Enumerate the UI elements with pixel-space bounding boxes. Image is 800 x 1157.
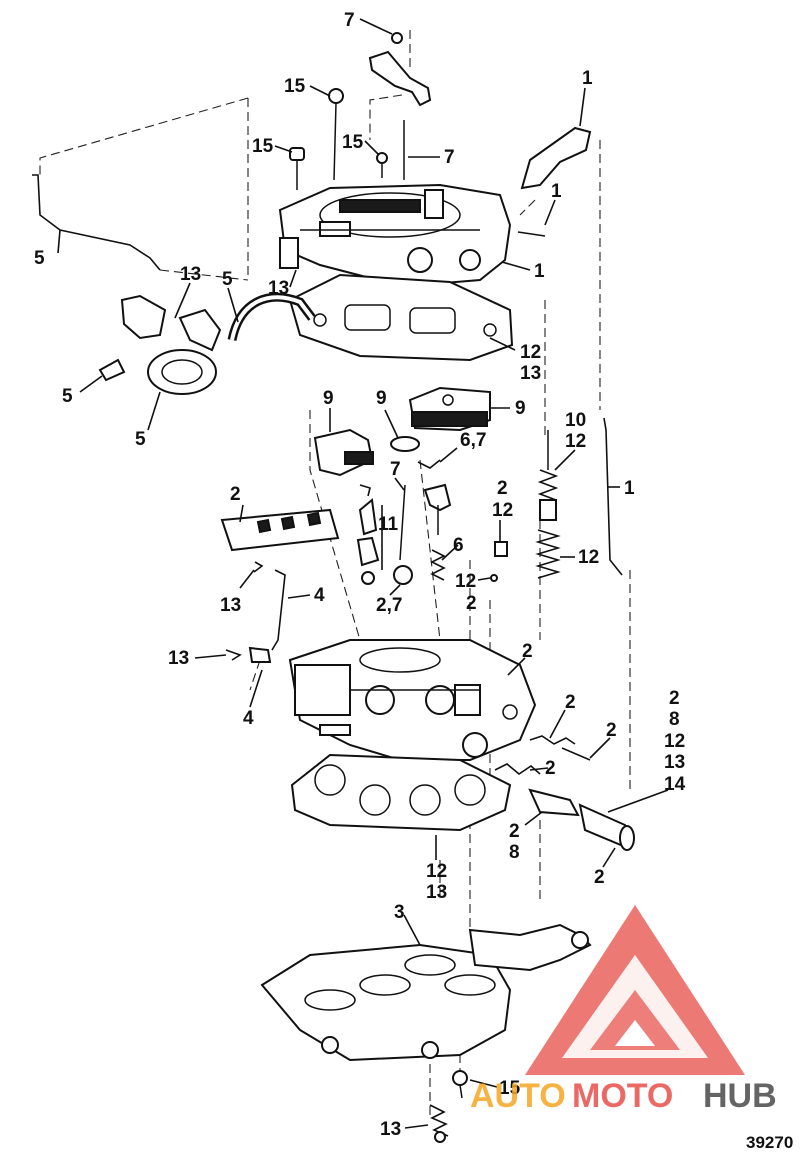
air-horn-assembly bbox=[278, 183, 512, 287]
callout-labels: 7 15 15 15 7 1 1 1 5 13 5 13 5 5 12 13 9… bbox=[34, 10, 686, 1140]
watermark-text-hub: HUB bbox=[703, 1077, 777, 1115]
callout-2-c: 2 bbox=[466, 593, 477, 614]
callout-1-c: 1 bbox=[534, 261, 545, 282]
callout-11: 11 bbox=[378, 514, 399, 535]
callout-2-h: 2 bbox=[669, 688, 680, 709]
callout-2-a: 2 bbox=[230, 484, 241, 505]
idle-mixture-screw bbox=[429, 1104, 449, 1143]
callout-2-i: 2 bbox=[509, 821, 520, 842]
callout-12-f: 12 bbox=[664, 731, 685, 752]
callout-15-b: 15 bbox=[252, 136, 274, 157]
callout-12-b: 12 bbox=[565, 431, 586, 452]
callout-15-a: 15 bbox=[284, 76, 306, 97]
callout-2-g: 2 bbox=[545, 758, 556, 779]
callout-14: 14 bbox=[664, 774, 686, 795]
callout-7-top: 7 bbox=[344, 10, 355, 31]
callout-2-j: 2 bbox=[594, 867, 605, 888]
accelerator-pump bbox=[535, 417, 623, 579]
callout-2-e: 2 bbox=[565, 692, 576, 713]
callout-15-d: 15 bbox=[499, 1078, 521, 1099]
callout-1-d: 1 bbox=[624, 478, 635, 499]
callout-13-c: 13 bbox=[520, 363, 541, 384]
throttle-body bbox=[260, 923, 592, 1062]
callout-5-b: 5 bbox=[222, 269, 233, 290]
callout-4-b: 4 bbox=[243, 708, 254, 729]
watermark-logo bbox=[525, 905, 745, 1075]
callout-5-c: 5 bbox=[62, 386, 73, 407]
callout-1-b: 1 bbox=[551, 181, 562, 202]
callout-15-c: 15 bbox=[342, 132, 364, 153]
callout-12-d: 12 bbox=[578, 547, 599, 568]
callout-6-7: 6,7 bbox=[460, 430, 486, 451]
callout-13-a: 13 bbox=[180, 264, 201, 285]
choke-rod-and-pulloff bbox=[32, 174, 316, 395]
automotohub-watermark: AUTO MOTO HUB bbox=[470, 905, 777, 1115]
callout-12-e: 12 bbox=[455, 571, 476, 592]
air-horn-gasket bbox=[288, 273, 514, 362]
fuel-inlet-parts bbox=[494, 735, 635, 851]
leader-lines bbox=[57, 18, 669, 1129]
callout-13-h: 13 bbox=[380, 1119, 401, 1140]
callout-8-a: 8 bbox=[669, 709, 680, 730]
callout-9-b: 9 bbox=[376, 388, 387, 409]
callout-12-g: 12 bbox=[426, 861, 447, 882]
air-horn-screws bbox=[289, 32, 592, 237]
watermark-text-moto: MOTO bbox=[572, 1077, 673, 1115]
float-and-needle-parts bbox=[313, 386, 508, 585]
callout-5-d: 5 bbox=[135, 429, 146, 450]
callout-2-7: 2,7 bbox=[376, 595, 402, 616]
callout-13-e: 13 bbox=[168, 648, 189, 669]
callout-7-b: 7 bbox=[444, 147, 455, 168]
callout-9-a: 9 bbox=[323, 388, 334, 409]
callout-13-b: 13 bbox=[268, 278, 289, 299]
float-bowl-gasket bbox=[290, 753, 512, 832]
callout-10: 10 bbox=[565, 410, 586, 431]
callout-13-f: 13 bbox=[664, 752, 685, 773]
callout-2-b: 2 bbox=[497, 478, 508, 499]
callout-2-f: 2 bbox=[606, 720, 617, 741]
callout-1-a: 1 bbox=[582, 68, 593, 89]
callout-8-b: 8 bbox=[509, 842, 520, 863]
watermark-text-auto: AUTO bbox=[470, 1077, 566, 1115]
callout-12-a: 12 bbox=[520, 342, 541, 363]
throttle-screw bbox=[452, 1070, 468, 1099]
callout-2-d: 2 bbox=[522, 641, 533, 662]
gasket-and-link-parts bbox=[220, 508, 340, 663]
callout-13-g: 13 bbox=[426, 882, 447, 903]
callout-7-c: 7 bbox=[390, 459, 401, 480]
callout-12-c: 12 bbox=[492, 500, 513, 521]
callout-4-a: 4 bbox=[314, 585, 325, 606]
float-bowl-body bbox=[288, 639, 537, 761]
figure-number: 39270 bbox=[746, 1133, 793, 1152]
callout-13-d: 13 bbox=[220, 595, 241, 616]
callout-5-a: 5 bbox=[34, 248, 45, 269]
callout-6: 6 bbox=[453, 535, 464, 556]
callout-3: 3 bbox=[394, 902, 405, 923]
callout-9-c: 9 bbox=[515, 398, 526, 419]
